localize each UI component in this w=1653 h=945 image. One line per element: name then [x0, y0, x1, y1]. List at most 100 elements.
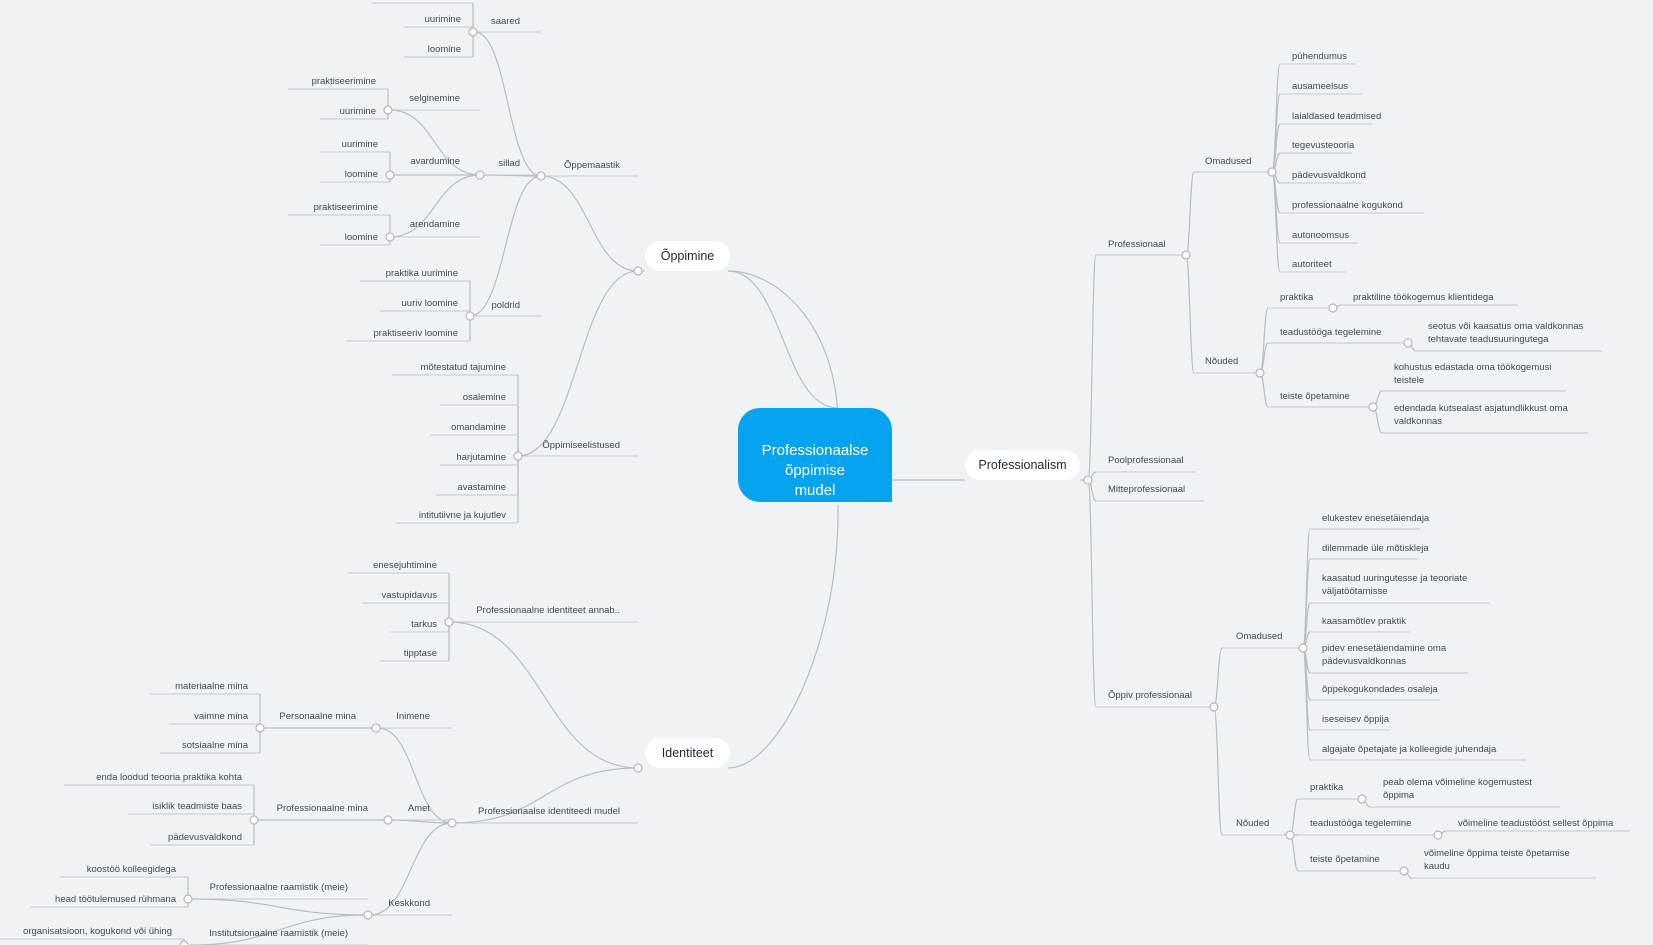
- main-topic-oppimine[interactable]: [645, 241, 730, 271]
- collapse-knob[interactable]: [385, 170, 395, 180]
- collapse-knob[interactable]: [249, 815, 259, 825]
- topic-nouded[interactable]: Nõuded: [1236, 818, 1269, 829]
- nouded-item[interactable]: õppima: [1383, 790, 1415, 801]
- omadused-item[interactable]: pädevusvaldkond: [1292, 170, 1366, 181]
- nouded-item[interactable]: tehtavate teadusuuringutega: [1428, 334, 1549, 345]
- leaf-topic[interactable]: pädevusvaldkond: [168, 832, 242, 843]
- collapse-knob[interactable]: [1357, 794, 1367, 804]
- topic-poldrid[interactable]: poldrid: [491, 300, 520, 311]
- collapse-knob[interactable]: [633, 763, 643, 773]
- topic-oppimiseelistused[interactable]: Õppimiseelistused: [542, 440, 620, 451]
- topic-omadused[interactable]: Omadused: [1236, 631, 1282, 642]
- leaf-topic[interactable]: praktiseeriv loomine: [374, 328, 458, 339]
- omadused-item[interactable]: õppekogukondades osaleja: [1322, 684, 1438, 695]
- leaf-topic[interactable]: mõtestatud tajumine: [420, 362, 506, 373]
- omadused-item[interactable]: ausameelsus: [1292, 81, 1348, 92]
- collapse-knob[interactable]: [383, 815, 393, 825]
- topic-avardumine[interactable]: avardumine: [410, 156, 460, 167]
- topic-professionaalne-mina[interactable]: Professionaalne mina: [277, 803, 369, 814]
- collapse-knob[interactable]: [363, 910, 373, 920]
- collapse-knob[interactable]: [383, 105, 393, 115]
- leaf-topic[interactable]: omandamine: [451, 422, 506, 433]
- topic-poolprofessionaal[interactable]: Poolprofessionaal: [1108, 455, 1184, 466]
- collapse-knob[interactable]: [1368, 402, 1378, 412]
- leaf-topic[interactable]: enda loodud teooria praktika kohta: [96, 772, 242, 783]
- topic-professionaal[interactable]: Professionaal: [1108, 239, 1166, 250]
- topic-inimene[interactable]: Inimene: [396, 711, 430, 722]
- leaf-topic[interactable]: vaimne mina: [194, 711, 249, 722]
- leaf-topic[interactable]: vastupidavus: [382, 590, 438, 601]
- collapse-knob[interactable]: [1181, 250, 1191, 260]
- omadused-item[interactable]: dilemmade üle mõtiskleja: [1322, 543, 1429, 554]
- omadused-item[interactable]: elukestev enesetäiendaja: [1322, 513, 1430, 524]
- leaf-topic[interactable]: organisatsioon, kogukond või ühing: [23, 926, 172, 937]
- topic-prof-raamistik[interactable]: Professionaalne raamistik (meie): [210, 882, 348, 893]
- collapse-knob[interactable]: [255, 723, 265, 733]
- leaf-topic[interactable]: isiklik teadmiste baas: [152, 801, 242, 812]
- topic-sillad[interactable]: sillad: [498, 158, 520, 169]
- leaf-topic[interactable]: praktiseerimine: [312, 76, 376, 87]
- omadused-item[interactable]: kaasamõtlev praktik: [1322, 616, 1406, 627]
- collapse-knob[interactable]: [1298, 643, 1308, 653]
- leaf-topic[interactable]: uurimine: [425, 14, 461, 25]
- omadused-item[interactable]: tegevusteooria: [1292, 140, 1355, 151]
- nouded-item[interactable]: kaudu: [1424, 861, 1450, 872]
- collapse-knob[interactable]: [444, 617, 454, 627]
- collapse-knob[interactable]: [475, 170, 485, 180]
- leaf-topic[interactable]: loomine: [345, 232, 378, 243]
- topic-omadused[interactable]: Omadused: [1205, 156, 1251, 167]
- topic-arendamine[interactable]: arendamine: [410, 219, 460, 230]
- topic-personaalne-mina[interactable]: Personaalne mina: [279, 711, 356, 722]
- main-topic-identiteet[interactable]: [645, 738, 730, 768]
- leaf-topic[interactable]: osalemine: [463, 392, 506, 403]
- topic-identiteet-annab[interactable]: Professionaalne identiteet annab..: [476, 605, 620, 616]
- central-topic-label[interactable]: mudel: [795, 482, 836, 499]
- nouded-item[interactable]: valdkonnas: [1394, 416, 1442, 427]
- central-topic[interactable]: [738, 408, 892, 502]
- leaf-topic[interactable]: loomine: [428, 44, 461, 55]
- nouded-item[interactable]: praktiline töökogemus klientidega: [1353, 292, 1494, 303]
- omadused-item[interactable]: pidev enesetäiendamine oma: [1322, 643, 1447, 654]
- topic-teiste-opetamine[interactable]: teiste õpetamine: [1310, 854, 1380, 865]
- collapse-knob[interactable]: [1209, 702, 1219, 712]
- collapse-knob[interactable]: [371, 723, 381, 733]
- leaf-topic[interactable]: materiaalne mina: [175, 681, 249, 692]
- topic-identiteedi-mudel[interactable]: Professionaalse identiteedi mudel: [478, 806, 620, 817]
- nouded-item[interactable]: seotus või kaasatus oma valdkonnas: [1428, 321, 1584, 332]
- omadused-item[interactable]: kaasatud uuringutesse ja teooriate: [1322, 573, 1467, 584]
- topic-praktika[interactable]: praktika: [1280, 292, 1314, 303]
- omadused-item[interactable]: pädevusvaldkonnas: [1322, 656, 1406, 667]
- nouded-item[interactable]: teistele: [1394, 375, 1424, 386]
- leaf-topic[interactable]: tipptase: [404, 648, 437, 659]
- topic-teadustoo[interactable]: teadustööga tegelemine: [1280, 327, 1381, 338]
- leaf-topic[interactable]: harjutamine: [456, 452, 506, 463]
- topic-praktika[interactable]: praktika: [1310, 782, 1344, 793]
- omadused-item[interactable]: väljatöötamisse: [1322, 586, 1387, 597]
- topic-saared[interactable]: saared: [491, 16, 520, 27]
- topic-oppemaastik[interactable]: Õppemaastik: [564, 160, 620, 171]
- topic-selginemine[interactable]: selginemine: [409, 93, 460, 104]
- central-topic-label[interactable]: Professionaalse: [762, 442, 869, 459]
- main-topic-professionalism-label[interactable]: Professionalism: [978, 458, 1066, 472]
- main-topic-oppimine-label[interactable]: Õppimine: [661, 248, 715, 263]
- collapse-knob[interactable]: [1255, 368, 1265, 378]
- collapse-knob[interactable]: [513, 451, 523, 461]
- leaf-topic[interactable]: enesejuhtimine: [373, 560, 437, 571]
- topic-nouded[interactable]: Nõuded: [1205, 356, 1238, 367]
- leaf-topic[interactable]: intitutiivne ja kujutlev: [419, 510, 506, 521]
- topic-mitteprofessionaal[interactable]: Mitteprofessionaal: [1108, 484, 1185, 495]
- collapse-knob[interactable]: [447, 818, 457, 828]
- nouded-item[interactable]: edendada kutsealast asjatundlikkust oma: [1394, 403, 1568, 414]
- nouded-item[interactable]: kohustus edastada oma töökogemusi: [1394, 362, 1551, 373]
- leaf-topic[interactable]: head töötulemused rühmana: [55, 894, 177, 905]
- nouded-item[interactable]: võimeline teadustööst sellest õppima: [1458, 818, 1614, 829]
- topic-keskkond[interactable]: Keskkond: [388, 898, 430, 909]
- collapse-knob[interactable]: [1083, 475, 1093, 485]
- topic-teadustoo[interactable]: teadustööga tegelemine: [1310, 818, 1411, 829]
- main-topic-identiteet-label[interactable]: Identiteet: [662, 746, 714, 760]
- collapse-knob[interactable]: [1403, 338, 1413, 348]
- omadused-item[interactable]: laialdased teadmised: [1292, 111, 1381, 122]
- leaf-topic[interactable]: uurimine: [342, 139, 378, 150]
- collapse-knob[interactable]: [1399, 866, 1409, 876]
- omadused-item[interactable]: autoriteet: [1292, 259, 1332, 270]
